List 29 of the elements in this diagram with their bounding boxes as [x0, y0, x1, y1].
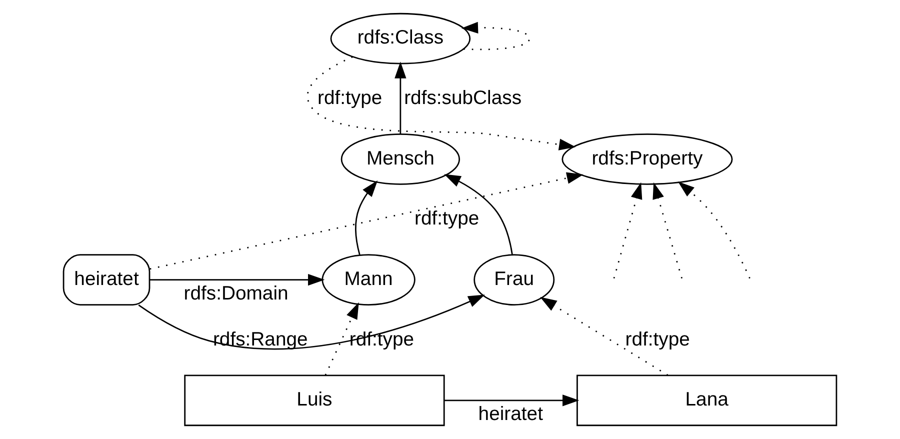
node-box: Luis	[184, 374, 445, 426]
edge-label: rdfs:Range	[212, 328, 308, 350]
arrow	[613, 182, 642, 279]
arrow	[444, 174, 513, 254]
edge-label: rdf:type	[318, 87, 382, 110]
arrow	[355, 180, 378, 255]
arrow	[394, 62, 406, 134]
edge-label: rdf:type	[625, 328, 690, 350]
arrow	[678, 181, 750, 279]
arrow	[150, 172, 584, 270]
arrow	[540, 297, 668, 376]
edge-label: rdf:type	[414, 208, 480, 230]
edge-label: rdfs:Domain	[184, 282, 288, 304]
arrow	[150, 274, 325, 286]
edge-label: rdfs:subClass	[404, 87, 522, 110]
node-box: heiratet	[62, 254, 150, 306]
node-ellipse: Frau	[474, 254, 555, 306]
arrow	[652, 182, 682, 279]
arrow	[307, 56, 576, 150]
node-ellipse: Mensch	[340, 134, 460, 185]
node-ellipse: rdfs:Class	[330, 12, 471, 64]
arrow	[324, 302, 359, 376]
arrow	[461, 22, 530, 50]
node-ellipse: Mann	[322, 254, 416, 306]
node-box: Lana	[576, 374, 838, 426]
arrow	[138, 294, 485, 350]
arrow	[444, 394, 580, 406]
edge-label: rdf:type	[349, 328, 414, 350]
edge-label: heiratet	[478, 403, 543, 426]
